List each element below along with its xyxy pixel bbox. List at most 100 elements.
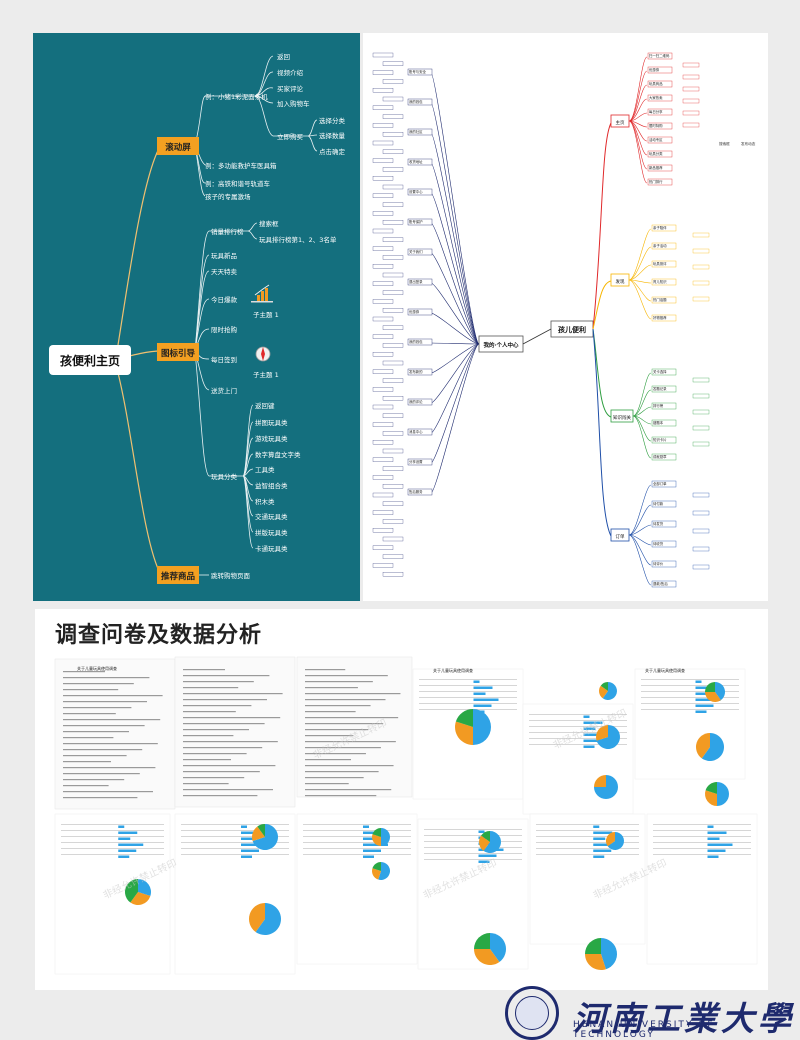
survey-table-bar [363, 855, 374, 858]
survey-table-rule [419, 685, 517, 686]
personal-leaf-label: 关于我们 [409, 249, 423, 254]
scroll-child-3: 例：高铁和谐号轨道车 [205, 179, 271, 188]
survey-table-rule [529, 738, 627, 739]
survey-table-bar [363, 849, 381, 852]
personal-sub-leaf [382, 237, 404, 242]
scroll-sub-1: 返回 [277, 53, 290, 61]
survey-doc-line [183, 717, 281, 719]
survey-table-page [634, 668, 746, 780]
discover-leaf-connector [628, 264, 652, 281]
survey-table-bar [593, 825, 600, 828]
survey-table-rule [181, 854, 289, 855]
survey-doc-line [63, 767, 156, 769]
survey-table-rule [641, 679, 739, 680]
survey-table-bar [241, 837, 253, 840]
survey-pie-slice [372, 868, 381, 880]
quiz-leaf-connector [632, 389, 652, 417]
survey-table-page [529, 813, 646, 945]
school-seal-inner [515, 996, 549, 1030]
root-node [49, 345, 131, 375]
quiz-leaf-node [651, 436, 677, 444]
personal-sub-leaf [382, 572, 404, 577]
branch-node-icons [157, 343, 199, 361]
personal-sub-leaf [382, 448, 404, 454]
survey-doc-line [183, 735, 234, 737]
icons-child-signin: 每日签到 [211, 355, 237, 364]
personal-sub-leaf [382, 61, 404, 66]
branch-node-scroll [157, 137, 199, 155]
survey-pie-slice [252, 824, 278, 850]
survey-doc-line [183, 729, 249, 731]
icons-children: 销量排行榜 搜索框 玩具排行榜第1、2、3名单 玩具新品 天天特卖 今日爆款 子… [211, 219, 337, 580]
survey-pie-slice [585, 954, 606, 970]
survey-table-bar [363, 837, 375, 840]
sub-leaf-node [682, 74, 700, 80]
home-leaf-node [647, 108, 673, 116]
survey-pie-slice [601, 938, 618, 970]
quiz-leaf-connector [632, 415, 652, 459]
discover-leaf-label: 亲子活动 [653, 243, 667, 248]
survey-doc-line [63, 779, 125, 781]
personal-sub-leaf [372, 123, 394, 128]
survey-doc-line [63, 677, 150, 679]
personal-leaf-label: 我的钱包 [409, 339, 423, 344]
survey-table-page [522, 703, 634, 815]
survey-table-rule [536, 842, 639, 843]
survey-pie-slice [257, 824, 265, 837]
cat-sub-6: 益智组合类 [255, 481, 288, 490]
survey-table-rule [424, 829, 522, 830]
order-leaf-label: 全部订单 [653, 481, 667, 486]
personal-sub-leaf [372, 404, 394, 410]
personal-sub-leaf [382, 96, 404, 102]
order-leaf-node [651, 580, 677, 588]
center-node-main-label: 孩儿便利 [558, 325, 586, 334]
personal-sub-leaf [372, 316, 394, 322]
survey-doc-line [183, 771, 260, 773]
survey-table-rule [303, 824, 411, 825]
quiz-leaf-node [651, 402, 677, 410]
personal-sub-leaf [372, 528, 394, 533]
cat-sub-4: 数字算盘文字类 [255, 450, 301, 459]
personal-leaf-node [407, 368, 433, 376]
order-leaf-node [651, 540, 677, 548]
scroll-child-1: 例：小猪1彩泥面条机 [205, 92, 268, 101]
sub-leaf-node [692, 492, 710, 498]
home-leaf-connector [628, 70, 648, 122]
survey-pie-slice [130, 892, 151, 905]
survey-table-bar [593, 843, 619, 846]
survey-table-rule [653, 830, 751, 831]
survey-table-rule [536, 824, 639, 825]
scroll-children: 例：小猪1彩泥面条机 返回 视频介绍 买家评论 加入购物车 立即购买 选择分类 … [205, 53, 346, 201]
personal-leaf-connector [430, 222, 480, 345]
survey-doc-line [183, 705, 252, 707]
survey-table-bar [241, 843, 266, 846]
personal-sub-leaf [382, 272, 404, 278]
survey-table-rule [181, 848, 289, 849]
personal-sub-leaf [382, 149, 404, 154]
sub-leaf-node [692, 425, 710, 431]
survey-table-bar [583, 745, 595, 748]
order-leaf-node [651, 560, 677, 568]
survey-pie-slice [138, 879, 151, 897]
personal-sub-leaf [382, 343, 404, 348]
survey-table-rule [653, 842, 751, 843]
survey-doc-page [174, 656, 296, 808]
survey-doc-line [183, 741, 278, 743]
survey-doc-line [63, 755, 127, 757]
survey-doc-line [63, 689, 119, 691]
survey-doc-line [305, 765, 394, 767]
survey-pie-slice [372, 828, 381, 837]
survey-doc-line [305, 699, 386, 701]
personal-sub-leaf [372, 52, 394, 58]
survey-doc-line [183, 759, 231, 761]
personal-sub-leaf [382, 114, 404, 119]
sub-leaf-node [692, 546, 710, 552]
personal-sub-leaf [372, 492, 394, 498]
survey-table-bar [593, 831, 613, 834]
survey-table-bar [707, 831, 727, 834]
quiz-leaf-label: 知识卡片 [653, 437, 667, 442]
survey-doc-line [63, 707, 132, 709]
survey-pie-slice [454, 721, 473, 745]
survey-doc-line [63, 671, 105, 673]
home-leaf-label: 玩具分类 [649, 151, 663, 156]
